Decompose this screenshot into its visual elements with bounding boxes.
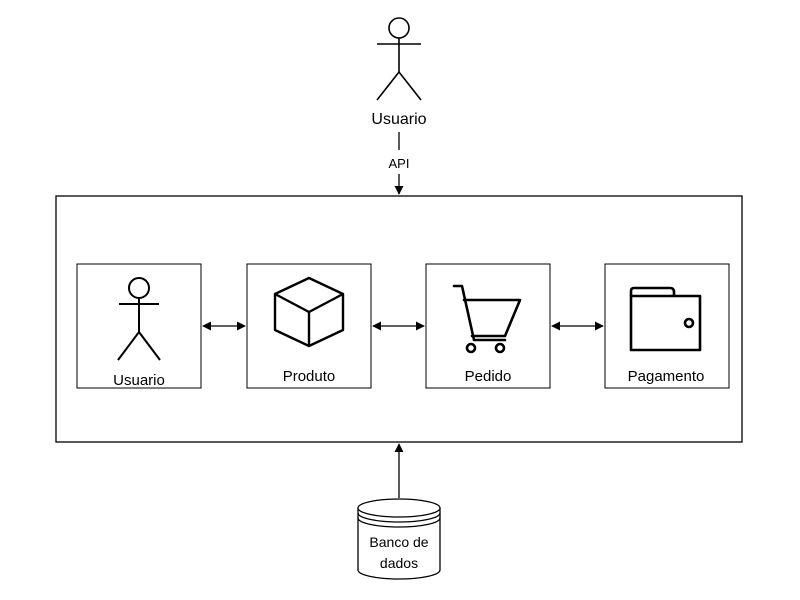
api-label: API	[389, 156, 410, 171]
database-cylinder-icon	[357, 498, 441, 580]
module-usuario-label: Usuario	[113, 372, 165, 389]
top-actor	[376, 17, 422, 101]
shopping-cart-icon	[452, 284, 522, 354]
actor-leg-left	[376, 71, 400, 101]
cube-icon	[273, 276, 345, 348]
actor-leg-right	[398, 71, 422, 101]
top-actor-label: Usuario	[371, 111, 426, 128]
stick-figure-icon	[117, 277, 161, 361]
wallet-icon	[629, 286, 702, 352]
actor-head	[388, 17, 410, 39]
database-label-line1: Banco de	[369, 534, 428, 550]
database-label-line2: dados	[380, 555, 418, 571]
module-pagamento-label: Pagamento	[628, 368, 705, 385]
module-pagamento-box	[604, 263, 730, 389]
module-produto-label: Produto	[283, 368, 336, 385]
module-pedido-box	[425, 263, 551, 389]
module-pedido-label: Pedido	[465, 368, 512, 385]
